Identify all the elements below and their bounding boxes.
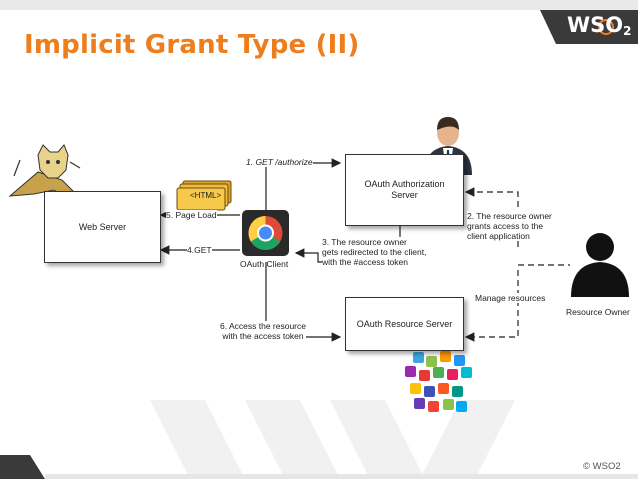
web-server-box: Web Server — [44, 191, 161, 263]
web-server-label: Web Server — [78, 221, 127, 232]
step-2-line-1: 2. The resource owner — [467, 211, 552, 221]
step-2-line-2: grants access to the — [467, 221, 544, 231]
footer-copyright: © WSO2 — [583, 461, 621, 472]
arrow-manage-resources — [464, 270, 519, 342]
oauth-client-label: OAuth Client — [240, 259, 289, 269]
chrome-browser-icon — [242, 210, 289, 256]
step-1-label: 1. GET /authorize — [246, 157, 313, 167]
arrow-grant-access — [464, 187, 519, 247]
step-2-line-3: client application — [467, 231, 530, 241]
watermark-shape — [150, 400, 245, 479]
logo-shape — [526, 10, 614, 44]
resource-server-box: OAuth Resource Server — [345, 297, 464, 351]
step-2-label: 2. The resource owner grants access to t… — [467, 211, 552, 241]
step-6-line-1: 6. Access the resource — [220, 321, 306, 331]
step-3-label: 3. The resource owner gets redirected to… — [322, 237, 427, 267]
auth-server-label: OAuth Authorization Server — [364, 179, 445, 200]
slide-title: Implicit Grant Type (II) — [24, 30, 360, 60]
user-silhouette-icon — [571, 233, 629, 297]
step-3-line-2: gets redirected to the client, — [322, 247, 427, 257]
logo-subscript: 2 — [623, 24, 632, 38]
html-tag-label: <HTML> — [190, 191, 222, 200]
step-4-label: 4.GET — [187, 245, 212, 255]
logo-text: WSO2 — [567, 13, 632, 38]
html-document-icon — [176, 180, 232, 211]
footer-bar — [45, 474, 638, 479]
app-icons-cluster — [405, 351, 472, 412]
watermark-shape — [420, 400, 515, 479]
logo-notch — [526, 10, 556, 44]
logo-word: WSO — [567, 13, 624, 37]
top-bar — [0, 0, 638, 10]
step-6-line-2: with the access token — [222, 331, 304, 341]
footer-corner — [0, 455, 45, 479]
manage-resources-label: Manage resources — [475, 293, 546, 303]
resource-owner-label: Resource Owner — [566, 307, 630, 317]
step-6-label: 6. Access the resource with the access t… — [220, 321, 306, 341]
watermark-shape — [330, 400, 425, 479]
arrow-get-authorize — [265, 158, 342, 210]
resource-server-label: OAuth Resource Server — [356, 318, 453, 329]
step-3-line-1: 3. The resource owner — [322, 237, 407, 247]
watermark-shape — [245, 400, 340, 479]
logo-accent-ring — [598, 19, 614, 35]
wso2-logo — [526, 10, 638, 44]
auth-server-box: OAuth Authorization Server — [345, 154, 464, 226]
step-3-line-3: with the #access token — [322, 257, 408, 267]
step-5-label: 5. Page Load — [166, 210, 217, 220]
